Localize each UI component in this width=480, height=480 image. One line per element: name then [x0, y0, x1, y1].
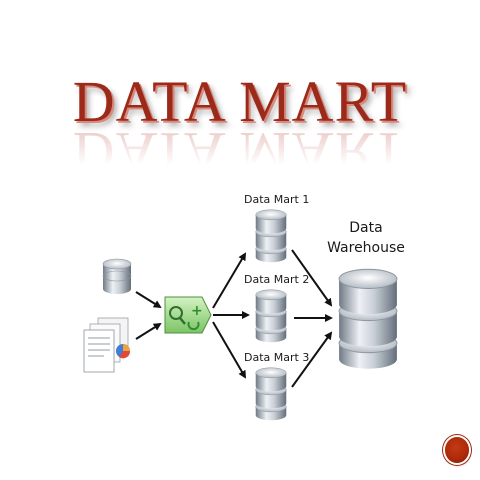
arrow-icon [135, 291, 162, 309]
arrow-icon [212, 321, 247, 379]
etl-process-icon: + [164, 296, 212, 334]
source-database-icon [102, 258, 132, 294]
data-mart-2-label: Data Mart 2 [244, 273, 310, 286]
arrow-icon [212, 252, 247, 309]
data-mart-1-label: Data Mart 1 [244, 193, 310, 206]
data-mart-3-icon [255, 367, 287, 421]
data-mart-3-label: Data Mart 3 [244, 351, 310, 364]
data-warehouse-label-line2: Warehouse [327, 240, 405, 256]
slide-title: DATA MART [72, 69, 408, 134]
arrow-icon [291, 249, 333, 307]
source-documents-icon [83, 317, 131, 373]
data-warehouse-icon [338, 268, 398, 370]
data-warehouse-label: Data Warehouse [322, 218, 410, 258]
arrow-icon [291, 331, 333, 388]
arrow-icon [135, 322, 162, 340]
data-warehouse-label-line1: Data [349, 220, 383, 236]
plus-icon: + [191, 303, 203, 319]
next-slide-button[interactable] [445, 437, 469, 463]
data-mart-1-icon [255, 209, 287, 263]
data-mart-2-icon [255, 289, 287, 343]
